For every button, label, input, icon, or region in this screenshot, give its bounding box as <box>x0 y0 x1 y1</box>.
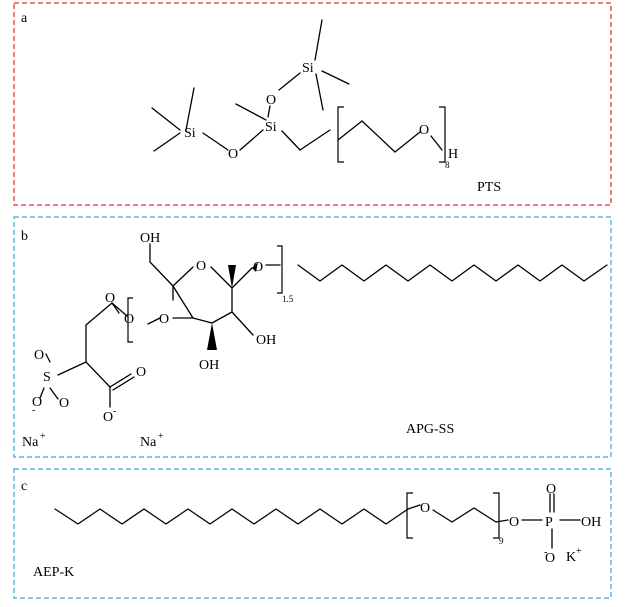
apg-na-2-charge: + <box>158 431 164 442</box>
aep-bonds <box>54 493 581 549</box>
aep-name: AEP-K <box>33 565 74 580</box>
panel-a-letter: a <box>21 11 28 26</box>
panel-c-letter: c <box>21 479 27 494</box>
aep-oh: OH <box>581 515 601 530</box>
apg-o-top-left: O <box>105 291 115 306</box>
apg-o-ester: O <box>159 312 169 327</box>
apg-oh-top: OH <box>140 231 160 246</box>
apg-sulfonate-charge: - <box>32 405 35 416</box>
panel-a: a <box>13 2 612 206</box>
pts-o-bridge: O <box>228 147 238 162</box>
apg-ring-o: O <box>196 259 206 274</box>
pts-repeat-bracket <box>337 106 446 163</box>
apg-repeat-brackets <box>127 245 283 343</box>
panel-c: c O 9 O P O OH O - K + AEP-K <box>13 468 612 599</box>
apg-name: APG-SS <box>406 422 454 437</box>
pts-h: H <box>448 147 458 162</box>
panel-b-letter: b <box>21 229 28 244</box>
apg-na-1: Na <box>22 435 39 450</box>
apg-oh-bottom: OH <box>199 358 219 373</box>
aep-k-charge: + <box>576 546 582 557</box>
apg-s: S <box>43 370 51 385</box>
apg-na-1-charge: + <box>40 431 46 442</box>
pts-si-left: Si <box>184 126 196 141</box>
panel-c-border <box>13 468 612 599</box>
apg-o-sulfonyl-top: O <box>34 348 44 363</box>
apg-o-link: O <box>253 260 263 275</box>
apg-o-carbonyl: O <box>124 312 134 327</box>
pts-bonds <box>151 19 443 153</box>
aep-o-double: O <box>546 482 556 497</box>
apg-o-carboxyl-dbl: O <box>136 365 146 380</box>
aep-o-p: O <box>509 515 519 530</box>
apg-bonds <box>39 243 608 408</box>
pts-si-top: Si <box>302 61 314 76</box>
panel-a-border <box>13 2 612 206</box>
apg-repeat-count: 1.5 <box>282 294 294 304</box>
panel-b-border <box>13 216 612 458</box>
pts-o-up: O <box>266 93 276 108</box>
aep-o-minus: O <box>545 551 555 566</box>
apg-o-carboxylate: O <box>103 410 113 425</box>
pts-repeat-count: 8 <box>445 160 450 170</box>
panel-b: b <box>13 216 612 458</box>
pts-si-middle: Si <box>265 120 277 135</box>
aep-repeat-bracket <box>406 492 500 539</box>
apg-wedges <box>207 262 258 350</box>
aep-o-chain: O <box>420 501 430 516</box>
aep-repeat-count: 9 <box>499 536 504 546</box>
apg-carboxylate-charge: - <box>113 406 116 417</box>
apg-oh-right: OH <box>256 333 276 348</box>
aep-o-charge: - <box>544 547 547 558</box>
apg-o-sulfonyl-right: O <box>59 396 69 411</box>
apg-na-2: Na <box>140 435 157 450</box>
pts-name: PTS <box>477 180 501 195</box>
apg-o-sulfonate-minus: O <box>32 395 42 410</box>
aep-k: K <box>566 550 576 565</box>
pts-o-chain: O <box>419 123 429 138</box>
aep-p: P <box>545 515 553 530</box>
